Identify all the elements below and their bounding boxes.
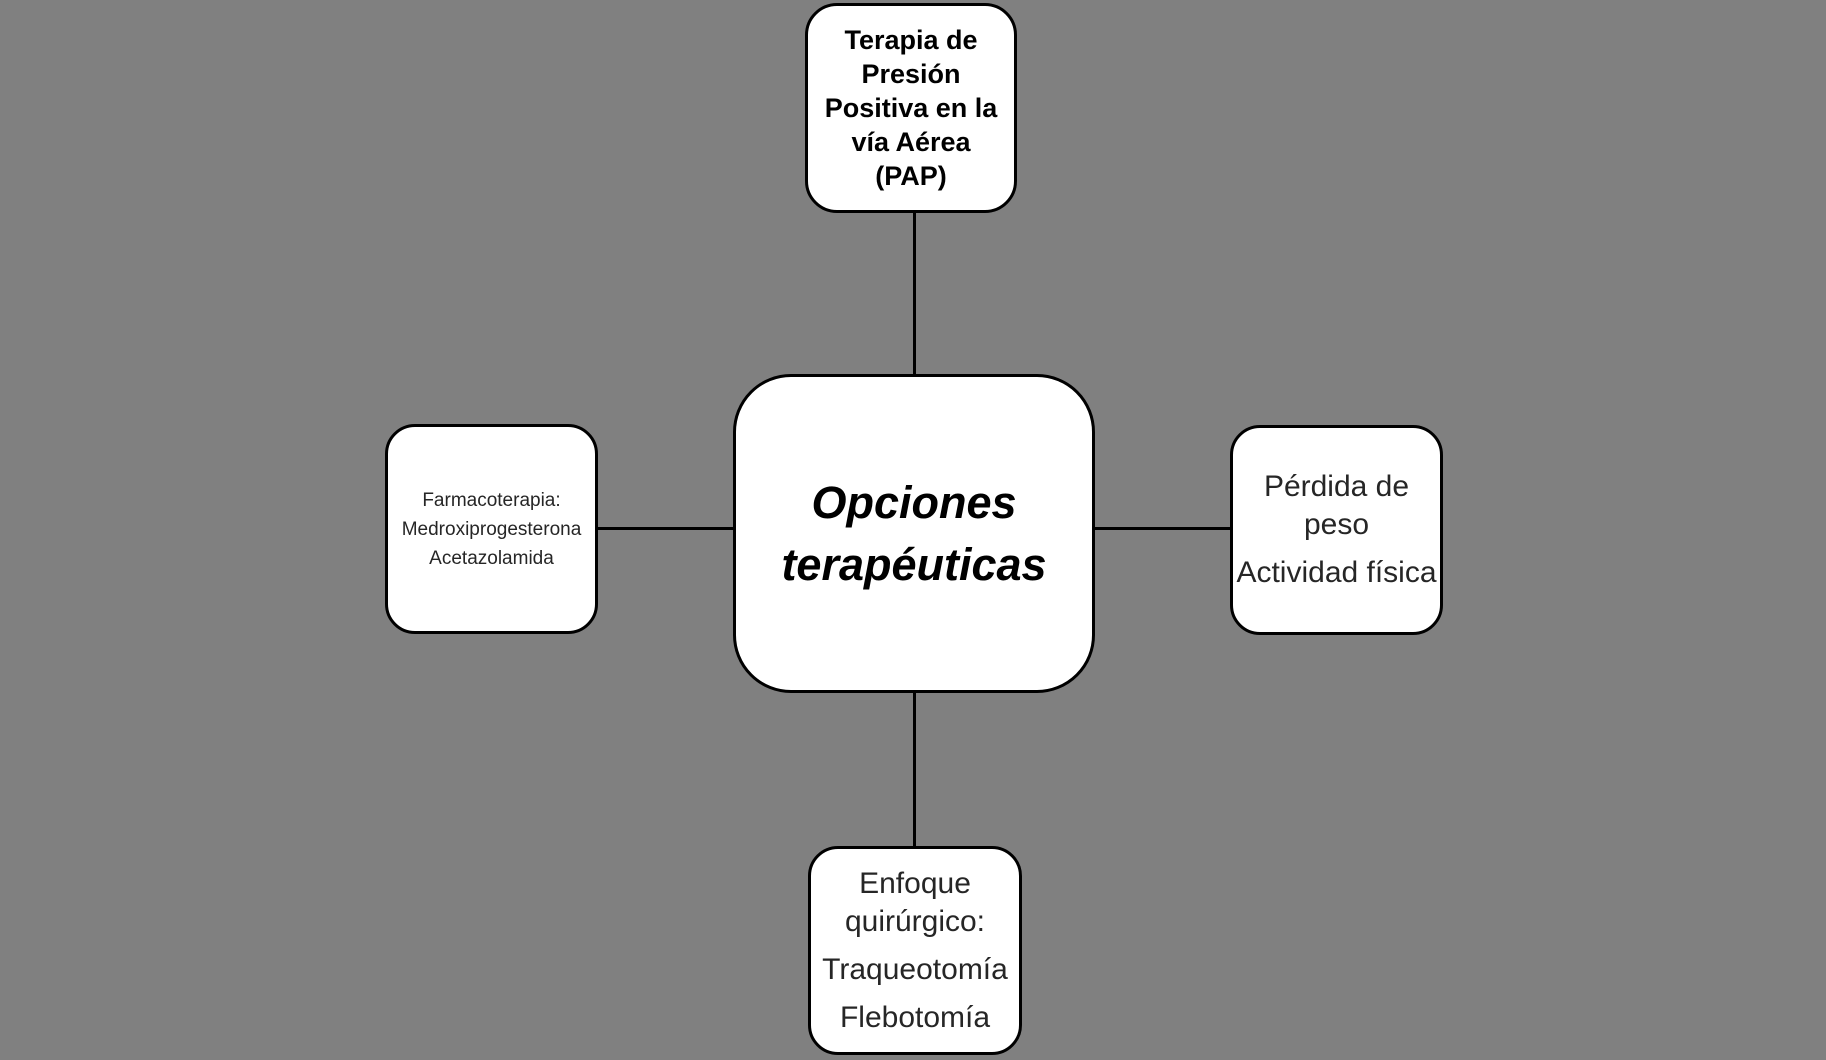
node-surgical-approach-line-2: Traqueotomía [822,952,1008,986]
node-therapeutic-options: Opciones terapéuticas [733,374,1095,693]
connector-center-to-bottom [913,692,916,847]
node-weight-loss-line-2: Actividad física [1236,556,1437,589]
connector-center-to-left [597,527,734,530]
node-pharmacotherapy: Farmacoterapia: Medroxiprogesterona Acet… [385,424,598,634]
node-surgical-approach: Enfoque quirúrgico: Traqueotomía Fleboto… [808,846,1022,1055]
node-surgical-approach-line-1: Enfoque quirúrgico: [844,866,986,938]
node-weight-loss-line-1: Pérdida de peso [1263,470,1410,541]
node-therapeutic-options-label: Opciones terapéuticas [781,476,1047,590]
node-pap-therapy-label: Terapia de Presión Positiva en la vía Aé… [824,25,998,191]
node-pap-therapy: Terapia de Presión Positiva en la vía Aé… [805,3,1017,213]
node-surgical-approach-line-3: Flebotomía [839,1000,991,1034]
connector-center-to-right [1094,527,1232,530]
connector-center-to-top [913,211,916,375]
node-weight-loss: Pérdida de peso Actividad física [1230,425,1443,635]
node-pharmacotherapy-label: Farmacoterapia: Medroxiprogesterona Acet… [401,489,582,569]
